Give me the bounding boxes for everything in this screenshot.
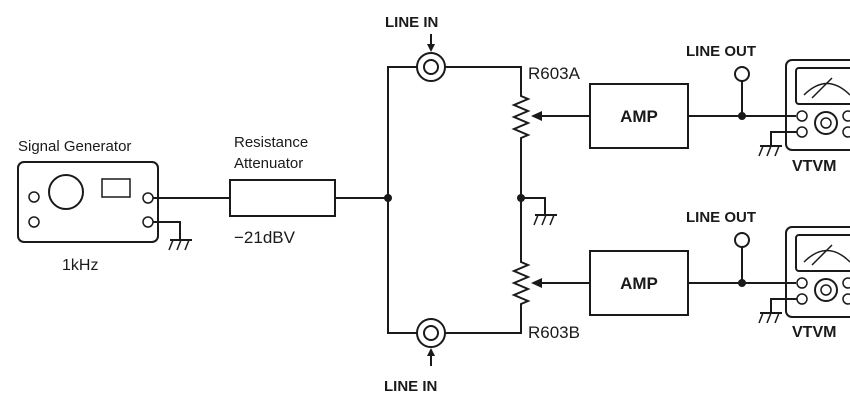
- junction-dot-input: [384, 194, 392, 202]
- line-in-jack-top: [416, 34, 446, 82]
- amp-bottom-label: AMP: [620, 274, 658, 293]
- wire-vtvm-top-ground: [770, 131, 797, 146]
- line-in-top-label: LINE IN: [385, 14, 438, 31]
- line-out-top-label: LINE OUT: [686, 43, 756, 60]
- ground-symbol: [758, 145, 782, 157]
- vtvm-top-label: VTVM: [792, 158, 836, 175]
- attenuator-level-label: −21dBV: [234, 228, 296, 247]
- ground-symbol: [533, 214, 557, 226]
- wire-gen-to-ground: [153, 221, 181, 240]
- r603a-resistor: [511, 92, 531, 150]
- r603b-wiper-arrow: [531, 278, 542, 288]
- vtvm-bottom: [785, 226, 850, 318]
- line-in-bus: [387, 66, 417, 334]
- wire-jack-to-r603a: [445, 66, 522, 92]
- vtvm-top: [785, 59, 850, 151]
- line-out-bottom-label: LINE OUT: [686, 209, 756, 226]
- attenuator-label-line1: Resistance: [234, 134, 308, 151]
- r603b-resistor: [511, 250, 531, 307]
- r603b-label: R603B: [528, 323, 580, 342]
- resistance-attenuator: [229, 179, 336, 217]
- ground-symbol: [758, 312, 782, 324]
- r603a-wiper-arrow: [531, 111, 542, 121]
- vtvm-bottom-label: VTVM: [792, 324, 836, 341]
- wire-jack-to-r603b: [445, 307, 522, 334]
- attenuator-label-line2: Attenuator: [234, 155, 303, 172]
- amp-top-label: AMP: [620, 107, 658, 126]
- line-in-jack-bottom: [416, 318, 446, 366]
- line-in-bottom-label: LINE IN: [384, 378, 437, 395]
- junction-dot-pots: [517, 194, 525, 202]
- ground-symbol: [168, 239, 192, 251]
- wire-vtvm-bottom-ground: [770, 298, 797, 313]
- frequency-label: 1kHz: [62, 257, 98, 274]
- signal-generator: [17, 161, 159, 243]
- signal-generator-label: Signal Generator: [18, 138, 131, 155]
- wire-pot-to-ground: [521, 197, 546, 215]
- r603a-label: R603A: [528, 64, 581, 83]
- line-out-terminal-bottom: [734, 232, 750, 248]
- line-out-terminal-top: [734, 66, 750, 82]
